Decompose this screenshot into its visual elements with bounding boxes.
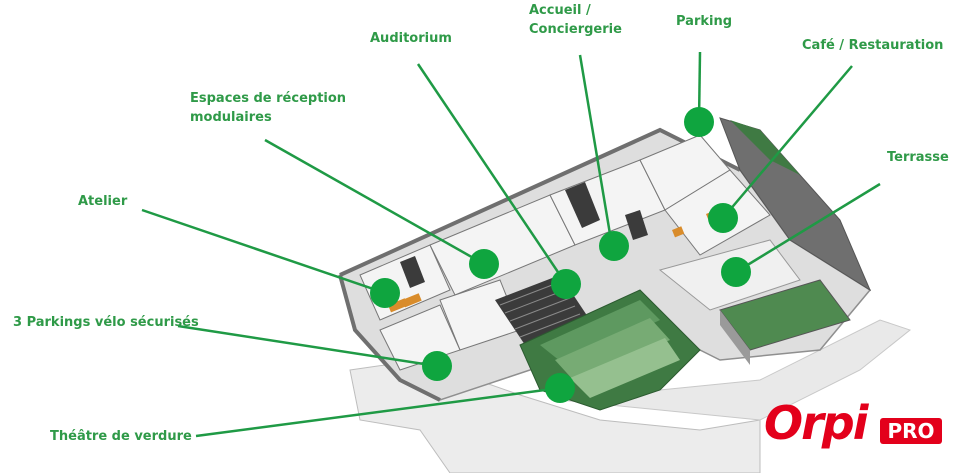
marker-theatre (545, 373, 575, 403)
leader-cafe (722, 65, 853, 219)
orpi-pro-logo: Orpi PRO (764, 396, 944, 454)
label-accueil-line2: Conciergerie (529, 22, 622, 37)
label-auditorium: Auditorium (370, 29, 452, 48)
leader-accueil (578, 54, 614, 247)
label-cafe-text: Café / Restauration (802, 38, 944, 53)
label-auditorium-text: Auditorium (370, 31, 452, 46)
marker-auditorium (551, 269, 581, 299)
label-velo: 3 Parkings vélo sécurisés (13, 313, 199, 332)
marker-velo (422, 351, 452, 381)
label-terrasse: Terrasse (887, 148, 949, 167)
marker-terrasse (721, 257, 751, 287)
leader-auditorium (416, 63, 568, 285)
label-cafe: Café / Restauration (802, 36, 943, 55)
label-theatre-text: Théâtre de verdure (50, 429, 192, 444)
leader-velo (177, 324, 438, 368)
label-parking: Parking (676, 12, 732, 31)
label-atelier: Atelier (78, 192, 127, 211)
label-espaces-line1: Espaces de réception (190, 91, 347, 106)
label-parking-text: Parking (676, 14, 733, 29)
marker-atelier (370, 278, 400, 308)
label-espaces: Espaces de réception modulaires (190, 89, 346, 127)
leader-lines (141, 51, 881, 438)
label-espaces-line2: modulaires (190, 110, 272, 125)
marker-cafe (708, 203, 738, 233)
orpi-logo-text: Orpi (764, 396, 868, 450)
marker-espaces (469, 249, 499, 279)
pro-badge: PRO (880, 418, 942, 444)
leader-terrasse (735, 182, 881, 274)
marker-accueil (599, 231, 629, 261)
label-accueil-line1: Accueil / (529, 3, 591, 18)
label-atelier-text: Atelier (78, 194, 128, 209)
building-plan (338, 117, 912, 473)
leader-theatre (195, 386, 561, 438)
label-terrasse-text: Terrasse (887, 150, 949, 165)
leader-espaces (264, 138, 485, 266)
label-velo-text: 3 Parkings vélo sécurisés (13, 315, 199, 330)
location-markers (370, 107, 751, 403)
marker-parking (684, 107, 714, 137)
label-accueil: Accueil / Conciergerie (529, 1, 622, 39)
leader-atelier (141, 208, 386, 295)
label-theatre: Théâtre de verdure (50, 427, 192, 446)
